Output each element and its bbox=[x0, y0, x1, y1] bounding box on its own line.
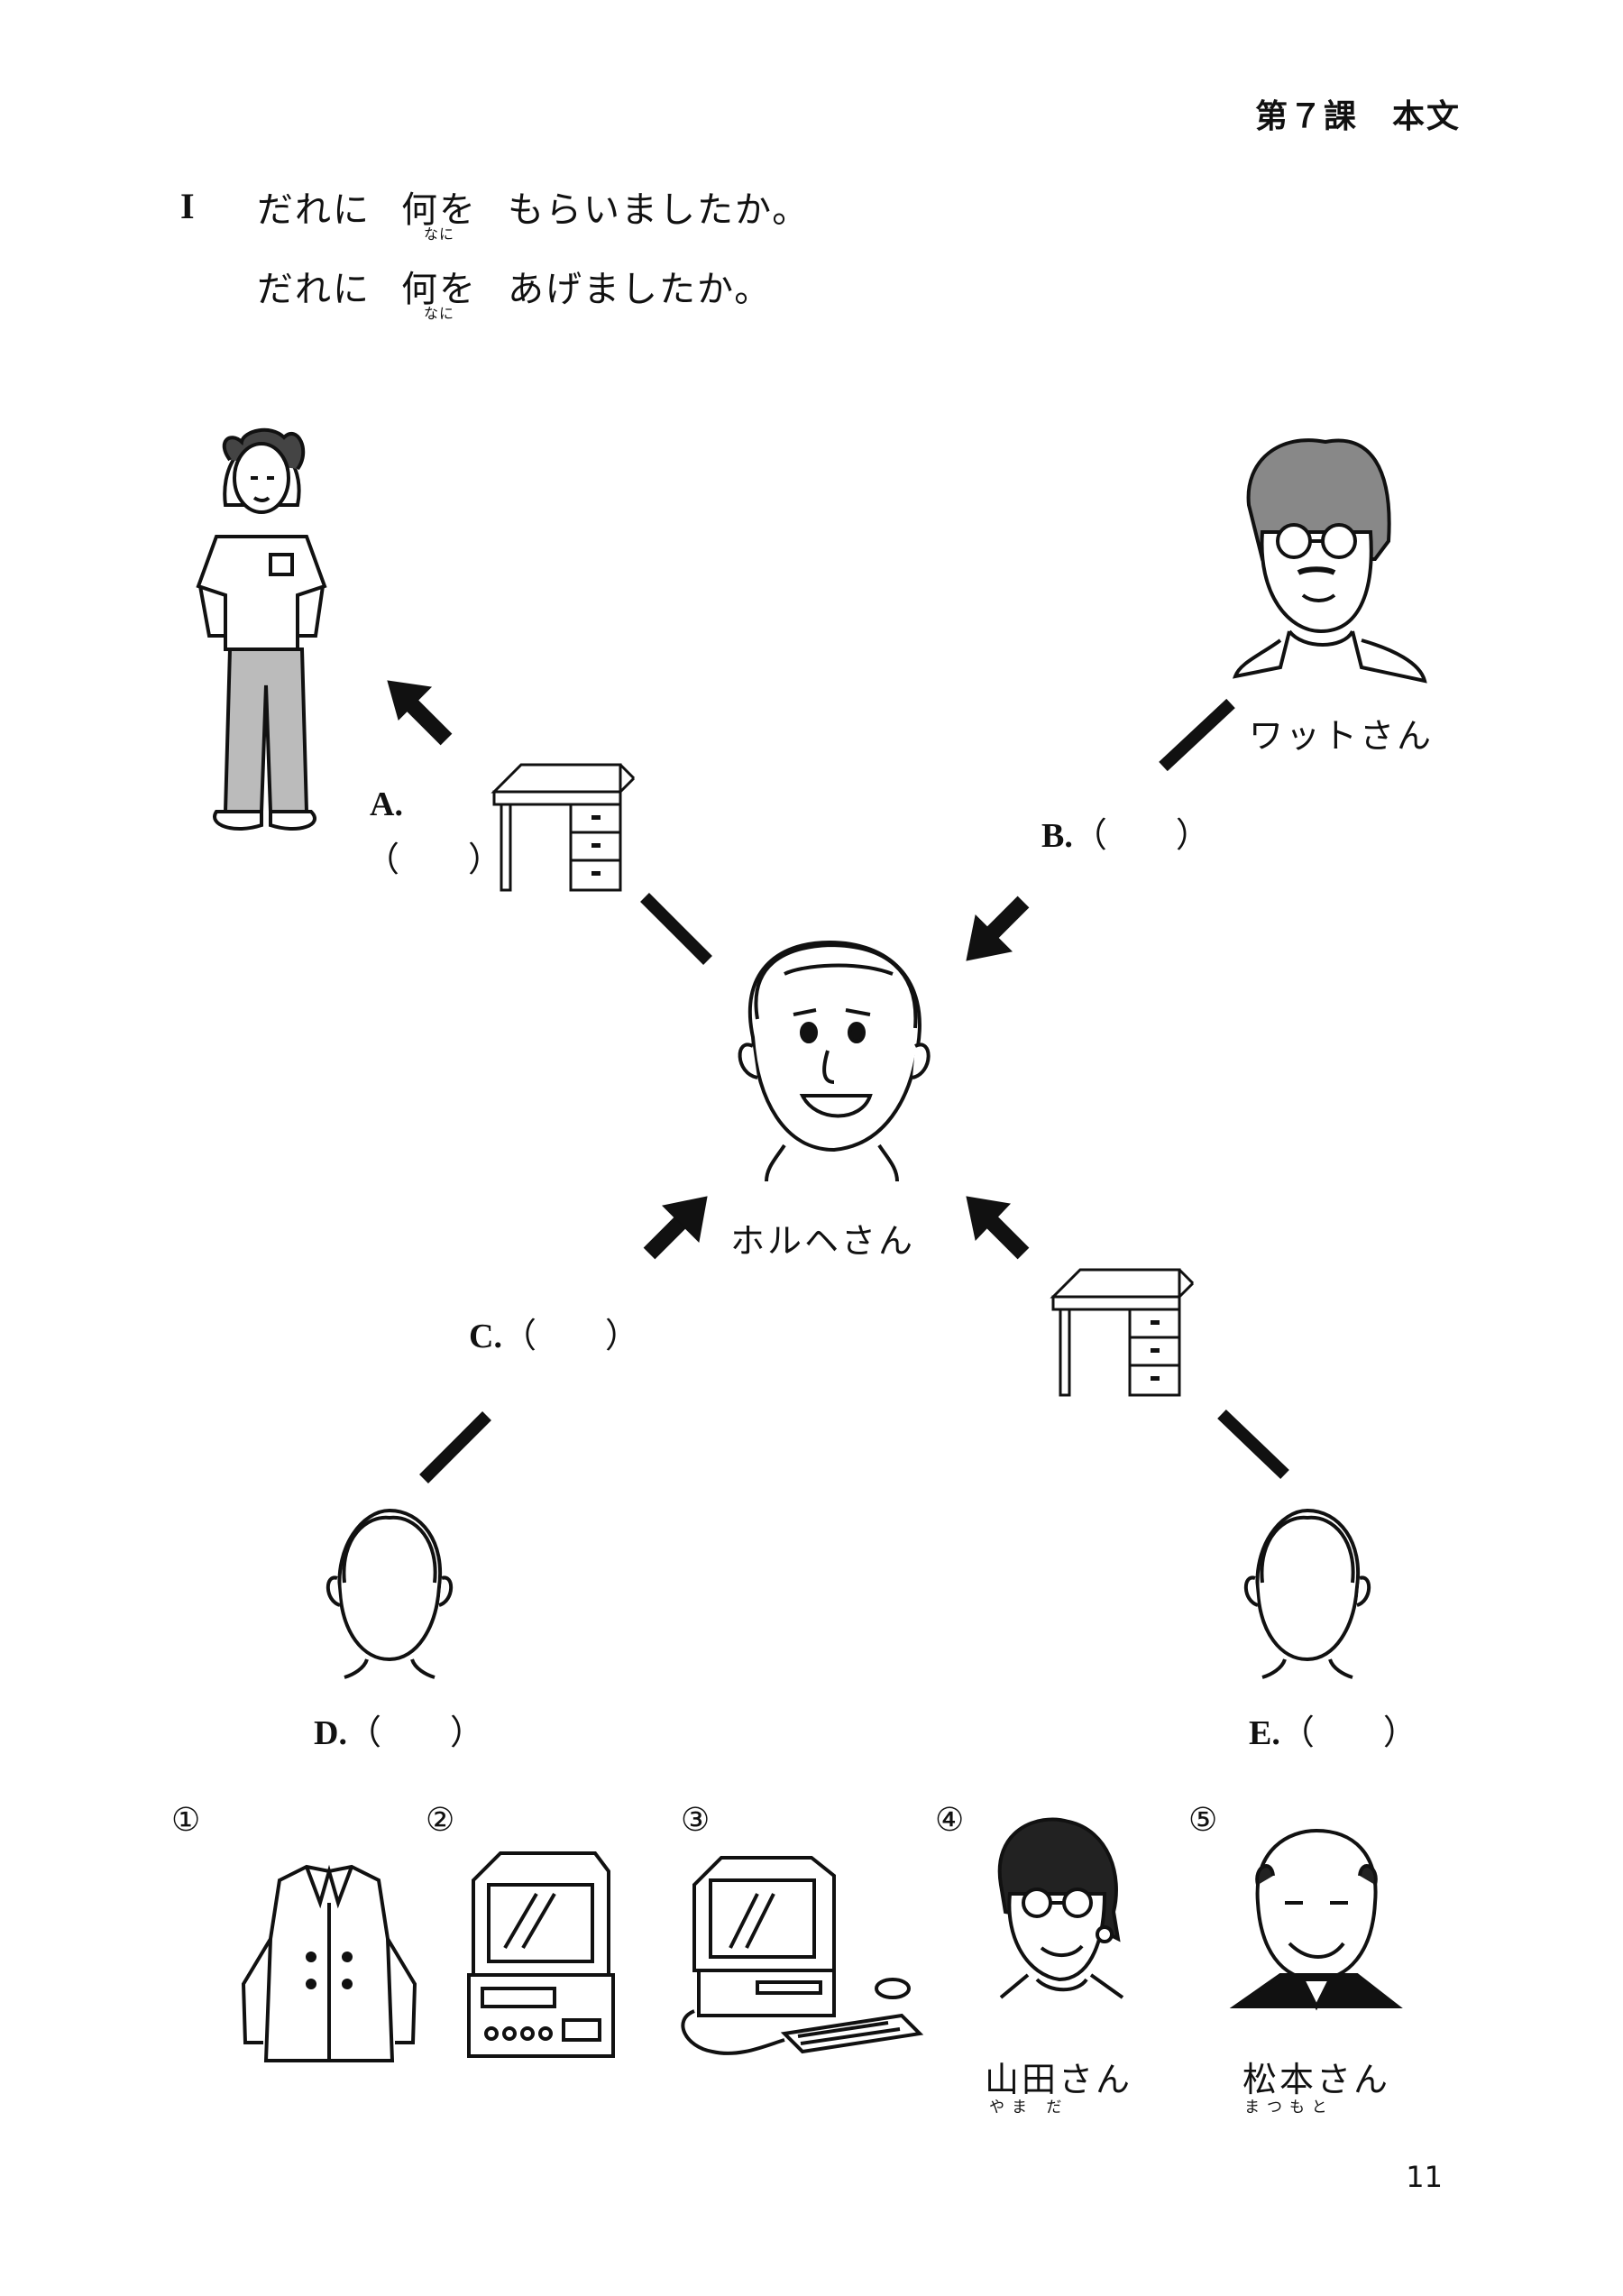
question-2-word: 何をなに bbox=[401, 269, 477, 322]
person-d-head-icon bbox=[326, 1509, 454, 1679]
blank-b[interactable]: （ ） bbox=[1072, 817, 1210, 855]
man-portrait-icon bbox=[1229, 1828, 1403, 2011]
question-line-2: だれに何をなにあげましたか。 bbox=[257, 260, 773, 322]
label-b: B. bbox=[1041, 817, 1073, 855]
question-line-1: だれに何をなにもらいましたか。 bbox=[257, 180, 811, 243]
label-c-group: C.（ ） bbox=[469, 1308, 639, 1357]
choice-5-number: ⑤ bbox=[1188, 1802, 1218, 1839]
label-c: C. bbox=[469, 1318, 502, 1355]
blank-a[interactable]: （ ） bbox=[365, 841, 503, 879]
watt-name: ワットさん bbox=[1249, 716, 1435, 756]
label-d: D. bbox=[314, 1714, 347, 1752]
matsumoto-reading: まつもと bbox=[1244, 2099, 1334, 2117]
question-2-reading: なに bbox=[423, 305, 454, 322]
question-1-post: もらいましたか。 bbox=[508, 189, 811, 231]
yamada-reading: やま だ bbox=[989, 2099, 1069, 2117]
label-e: E. bbox=[1249, 1714, 1280, 1752]
person-e-head-icon bbox=[1243, 1509, 1371, 1679]
page-number: 11 bbox=[1406, 2160, 1443, 2194]
question-2-pre: だれに bbox=[257, 269, 371, 310]
coat-icon bbox=[241, 1864, 417, 2062]
question-2-post: あげましたか。 bbox=[508, 269, 773, 310]
label-a: A. bbox=[370, 785, 403, 823]
jorge-name: ホルヘさん bbox=[730, 1221, 916, 1261]
tv-icon bbox=[467, 1851, 615, 2058]
question-1-word: 何をなに bbox=[401, 189, 477, 243]
question-1-pre: だれに bbox=[257, 189, 371, 231]
watt-portrait-icon bbox=[1233, 438, 1427, 684]
choice-4-number: ④ bbox=[935, 1802, 965, 1839]
yamada-name: 山田さん bbox=[985, 2060, 1133, 2099]
jorge-face-icon bbox=[738, 940, 931, 1182]
standing-man-icon bbox=[196, 427, 327, 831]
blank-c[interactable]: （ ） bbox=[501, 1318, 639, 1355]
label-e-group: E.（ ） bbox=[1249, 1704, 1417, 1754]
question-1-reading: なに bbox=[423, 225, 454, 243]
question-number: I bbox=[180, 186, 195, 226]
matsumoto-name: 松本さん bbox=[1242, 2060, 1391, 2099]
choice-3-number: ③ bbox=[681, 1802, 711, 1839]
label-b-group: B.（ ） bbox=[1041, 807, 1210, 857]
blank-d[interactable]: （ ） bbox=[346, 1714, 484, 1752]
label-d-group: D.（ ） bbox=[314, 1704, 484, 1754]
choice-2-number: ② bbox=[426, 1802, 455, 1839]
arrows bbox=[387, 680, 1289, 1483]
blank-e[interactable]: （ ） bbox=[1279, 1714, 1417, 1752]
lesson-header: 第７課 本文 bbox=[1254, 98, 1461, 135]
woman-portrait-icon bbox=[997, 1817, 1124, 1999]
computer-icon bbox=[681, 1856, 924, 2055]
choice-1-number: ① bbox=[171, 1802, 201, 1839]
